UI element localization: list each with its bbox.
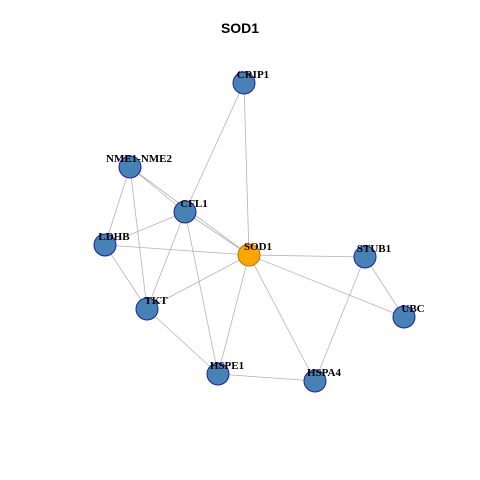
edge-stub1-ubc	[364, 256, 405, 318]
node-sod1	[237, 243, 261, 267]
edge-crip1-cfl1	[184, 82, 245, 213]
node-crip1	[232, 71, 256, 95]
edge-cfl1-sod1	[184, 211, 250, 256]
edge-cfl1-ldhb	[104, 211, 186, 246]
node-label-ubc: UBC	[401, 303, 424, 315]
edge-sod1-stub1	[248, 254, 366, 258]
node-hspe1	[206, 362, 230, 386]
edge-sod1-tkt	[146, 254, 250, 310]
edge-sod1-hspe1	[217, 254, 250, 375]
node-cfl1	[173, 200, 197, 224]
nodes-layer	[93, 71, 416, 393]
node-stub1	[353, 245, 377, 269]
edge-nme1-nme2-cfl1	[129, 166, 186, 213]
edge-cfl1-hspe1	[184, 211, 219, 375]
node-label-cfl1: CFL1	[180, 198, 208, 210]
edge-nme1-nme2-tkt	[129, 166, 148, 310]
node-label-hspa4: HSPA4	[307, 367, 342, 379]
node-label-crip1: CRIP1	[237, 69, 269, 81]
node-ubc	[392, 305, 416, 329]
node-tkt	[135, 297, 159, 321]
edge-cfl1-tkt	[146, 211, 186, 310]
node-label-sod1: SOD1	[244, 241, 272, 253]
node-label-stub1: STUB1	[357, 243, 391, 255]
node-label-tkt: TKT	[144, 295, 168, 307]
edge-ldhb-sod1	[104, 244, 250, 256]
edge-sod1-ubc	[248, 254, 405, 318]
edge-hspe1-hspa4	[217, 373, 316, 382]
edge-sod1-hspa4	[248, 254, 316, 382]
node-nme1-nme2	[118, 155, 142, 179]
node-label-hspe1: HSPE1	[210, 360, 244, 372]
edge-ldhb-tkt	[104, 244, 148, 310]
edge-nme1-nme2-ldhb	[104, 166, 131, 246]
edge-tkt-hspe1	[146, 308, 219, 375]
edge-stub1-hspa4	[314, 256, 366, 382]
node-label-ldhb: LDHB	[98, 231, 130, 243]
node-hspa4	[303, 369, 327, 393]
edges-layer	[104, 82, 405, 382]
node-ldhb	[93, 233, 117, 257]
node-label-nme1-nme2: NME1-NME2	[106, 153, 172, 165]
graph-title: SOD1	[220, 20, 260, 36]
edge-crip1-sod1	[243, 82, 250, 256]
